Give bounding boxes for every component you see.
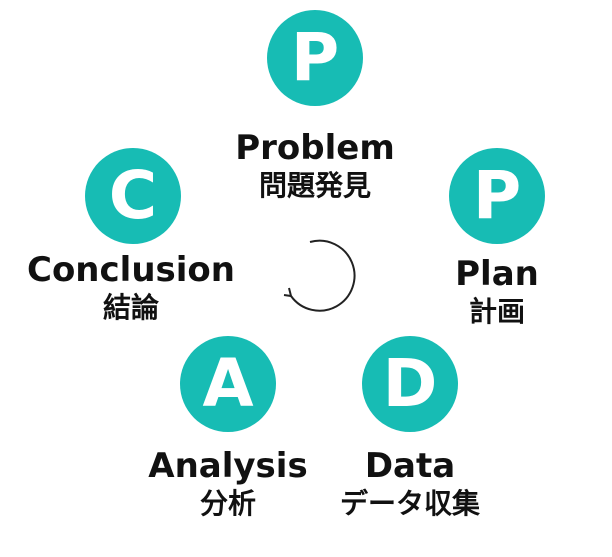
stage-label-plan-en: Plan bbox=[455, 254, 539, 294]
stage-label-data: Data データ収集 bbox=[310, 446, 510, 522]
stage-label-analysis-ja: 分析 bbox=[199, 487, 256, 520]
stage-circle-analysis: A bbox=[180, 336, 276, 432]
stage-label-problem-en: Problem bbox=[235, 128, 395, 168]
stage-circle-problem: P bbox=[267, 10, 363, 106]
stage-label-data-ja: データ収集 bbox=[339, 487, 480, 520]
cycle-arrow-head bbox=[283, 287, 293, 298]
stage-label-problem-ja: 問題発見 bbox=[258, 169, 371, 202]
stage-label-conclusion-en: Conclusion bbox=[27, 250, 235, 290]
stage-letter-conclusion: C bbox=[108, 157, 158, 234]
stage-label-analysis-en: Analysis bbox=[148, 446, 308, 486]
cycle-arrow-icon bbox=[283, 239, 356, 312]
stage-label-conclusion-ja: 結論 bbox=[102, 291, 159, 324]
stage-label-plan: Plan 計画 bbox=[437, 254, 557, 330]
stage-letter-data: D bbox=[382, 345, 438, 422]
stage-label-analysis: Analysis 分析 bbox=[128, 446, 328, 522]
stage-label-problem: Problem 問題発見 bbox=[215, 128, 415, 204]
stage-label-data-en: Data bbox=[364, 446, 456, 486]
stage-letter-analysis: A bbox=[202, 345, 254, 422]
stage-circle-conclusion: C bbox=[85, 148, 181, 244]
stage-label-conclusion: Conclusion 結論 bbox=[6, 250, 256, 326]
stage-letter-plan: P bbox=[472, 157, 522, 234]
stage-letter-problem: P bbox=[290, 19, 340, 96]
stage-circle-plan: P bbox=[449, 148, 545, 244]
stage-circle-data: D bbox=[362, 336, 458, 432]
stage-label-plan-ja: 計画 bbox=[468, 295, 525, 328]
cycle-arrow-path bbox=[290, 239, 356, 312]
